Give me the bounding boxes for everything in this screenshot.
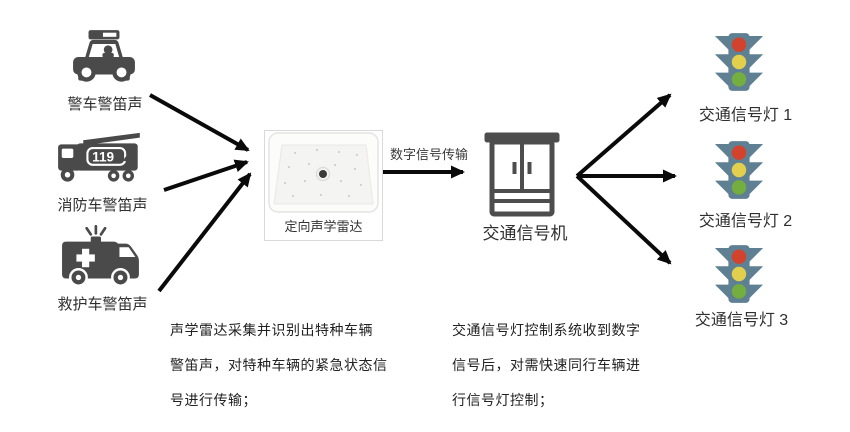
traffic-light-1-label: 交通信号灯 1 — [698, 107, 793, 124]
signal-controller-label: 交通信号机 — [482, 224, 568, 243]
police-siren-label: 警车警笛声 — [67, 96, 143, 113]
traffic-light-2-icon — [713, 140, 765, 200]
transmission-label: 数字信号传输 — [389, 147, 468, 162]
note-right-line-1: 交通信号灯控制系统收到数字 — [452, 322, 641, 338]
note-right-line-2: 信号后，对需快速同行车辆进 — [452, 357, 641, 373]
police-car-icon — [71, 30, 137, 88]
note-right: 交通信号灯控制系统收到数字 信号后，对需快速同行车辆进 行信号灯控制； — [452, 313, 712, 418]
note-left: 声学雷达采集并识别出特种车辆 警笛声，对特种车辆的紧急状态信 号进行传输； — [170, 313, 450, 418]
note-left-line-1: 声学雷达采集并识别出特种车辆 — [170, 322, 373, 338]
fire-truck-number: 119 — [92, 150, 114, 165]
fire-truck-icon: 119 — [56, 131, 144, 185]
radar-device-image — [268, 132, 379, 213]
traffic-light-3-label: 交通信号灯 3 — [694, 312, 789, 329]
note-left-line-3: 号进行传输； — [170, 392, 257, 408]
traffic-light-2-label: 交通信号灯 2 — [698, 213, 793, 230]
acoustic-radar-photo: 定向声学雷达 — [264, 130, 383, 241]
note-right-line-3: 行信号灯控制； — [452, 392, 554, 408]
traffic-light-3-icon — [713, 244, 765, 304]
traffic-light-1-icon — [713, 32, 765, 92]
ambulance-siren-label: 救护车警笛声 — [57, 296, 148, 313]
ambulance-icon — [60, 225, 142, 291]
fire-truck-siren-label: 消防车警笛声 — [57, 197, 148, 214]
signal-controller-icon — [484, 132, 560, 218]
note-left-line-2: 警笛声，对特种车辆的紧急状态信 — [170, 357, 388, 373]
radar-caption: 定向声学雷达 — [284, 219, 363, 234]
